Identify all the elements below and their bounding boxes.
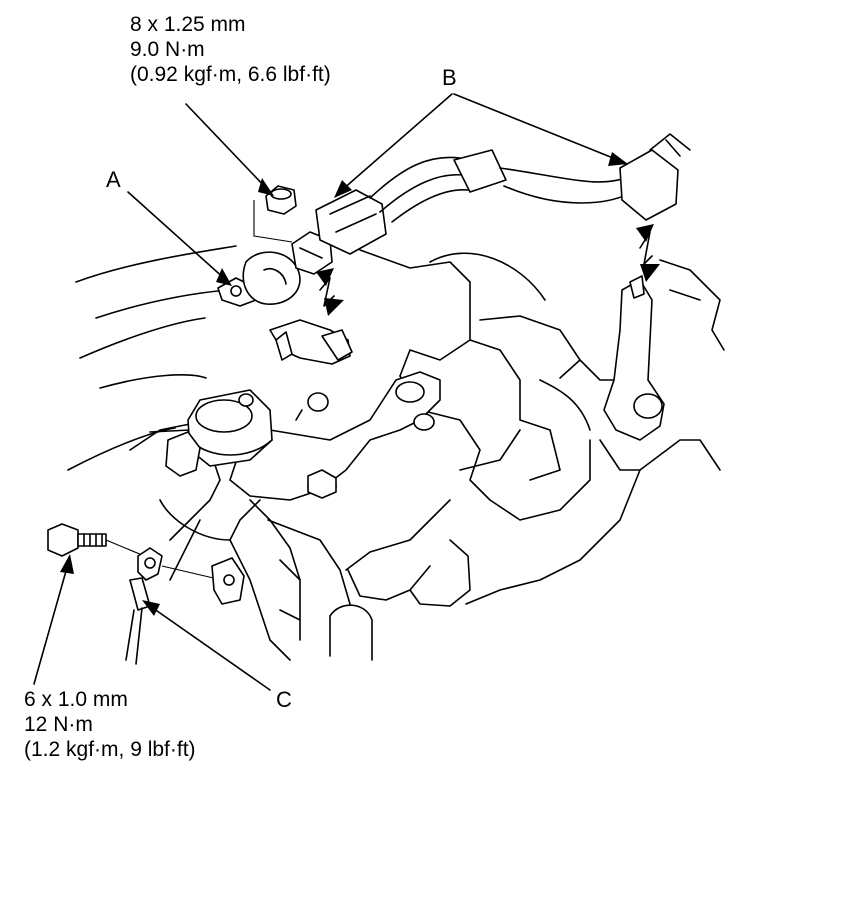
- engine-outline: [67, 245, 237, 471]
- lower-torque-spec: 6 x 1.0 mm 12 N·m (1.2 kgf·m, 9 lbf·ft): [24, 687, 196, 762]
- callout-c: C: [276, 687, 292, 712]
- wire-harness: [369, 133, 691, 223]
- upper-bolt-size: 8 x 1.25 mm: [130, 13, 246, 36]
- upper-torque-spec: 8 x 1.25 mm 9.0 N·m (0.92 kgf·m, 6.6 lbf…: [130, 12, 331, 87]
- coolant-pipe: [329, 604, 373, 661]
- engine-bracket: [229, 371, 441, 501]
- sensor-body: [217, 231, 333, 307]
- upper-torque-value: 9.0 N·m: [130, 38, 205, 61]
- lower-housing: [149, 429, 351, 661]
- upper-flange-nut: [253, 185, 297, 243]
- sensor-clip-bracket: [269, 319, 353, 365]
- ground-bolt: [47, 523, 155, 561]
- ground-mount-tab: [211, 557, 245, 605]
- callout-b: B: [442, 65, 457, 90]
- upper-torque-alt: (0.92 kgf·m, 6.6 lbf·ft): [130, 63, 331, 86]
- lower-torque-alt: (1.2 kgf·m, 9 lbf·ft): [24, 738, 196, 761]
- lower-torque-value: 12 N·m: [24, 713, 93, 736]
- mount-body: [165, 389, 329, 477]
- transmission-case: [345, 249, 725, 607]
- lower-bolt-size: 6 x 1.0 mm: [24, 688, 128, 711]
- leader-lines: [33, 93, 628, 691]
- callout-a: A: [106, 167, 121, 192]
- right-clip-bracket: [603, 275, 665, 441]
- engagement-arrows: [316, 224, 660, 316]
- harness-connector-left: [315, 189, 387, 255]
